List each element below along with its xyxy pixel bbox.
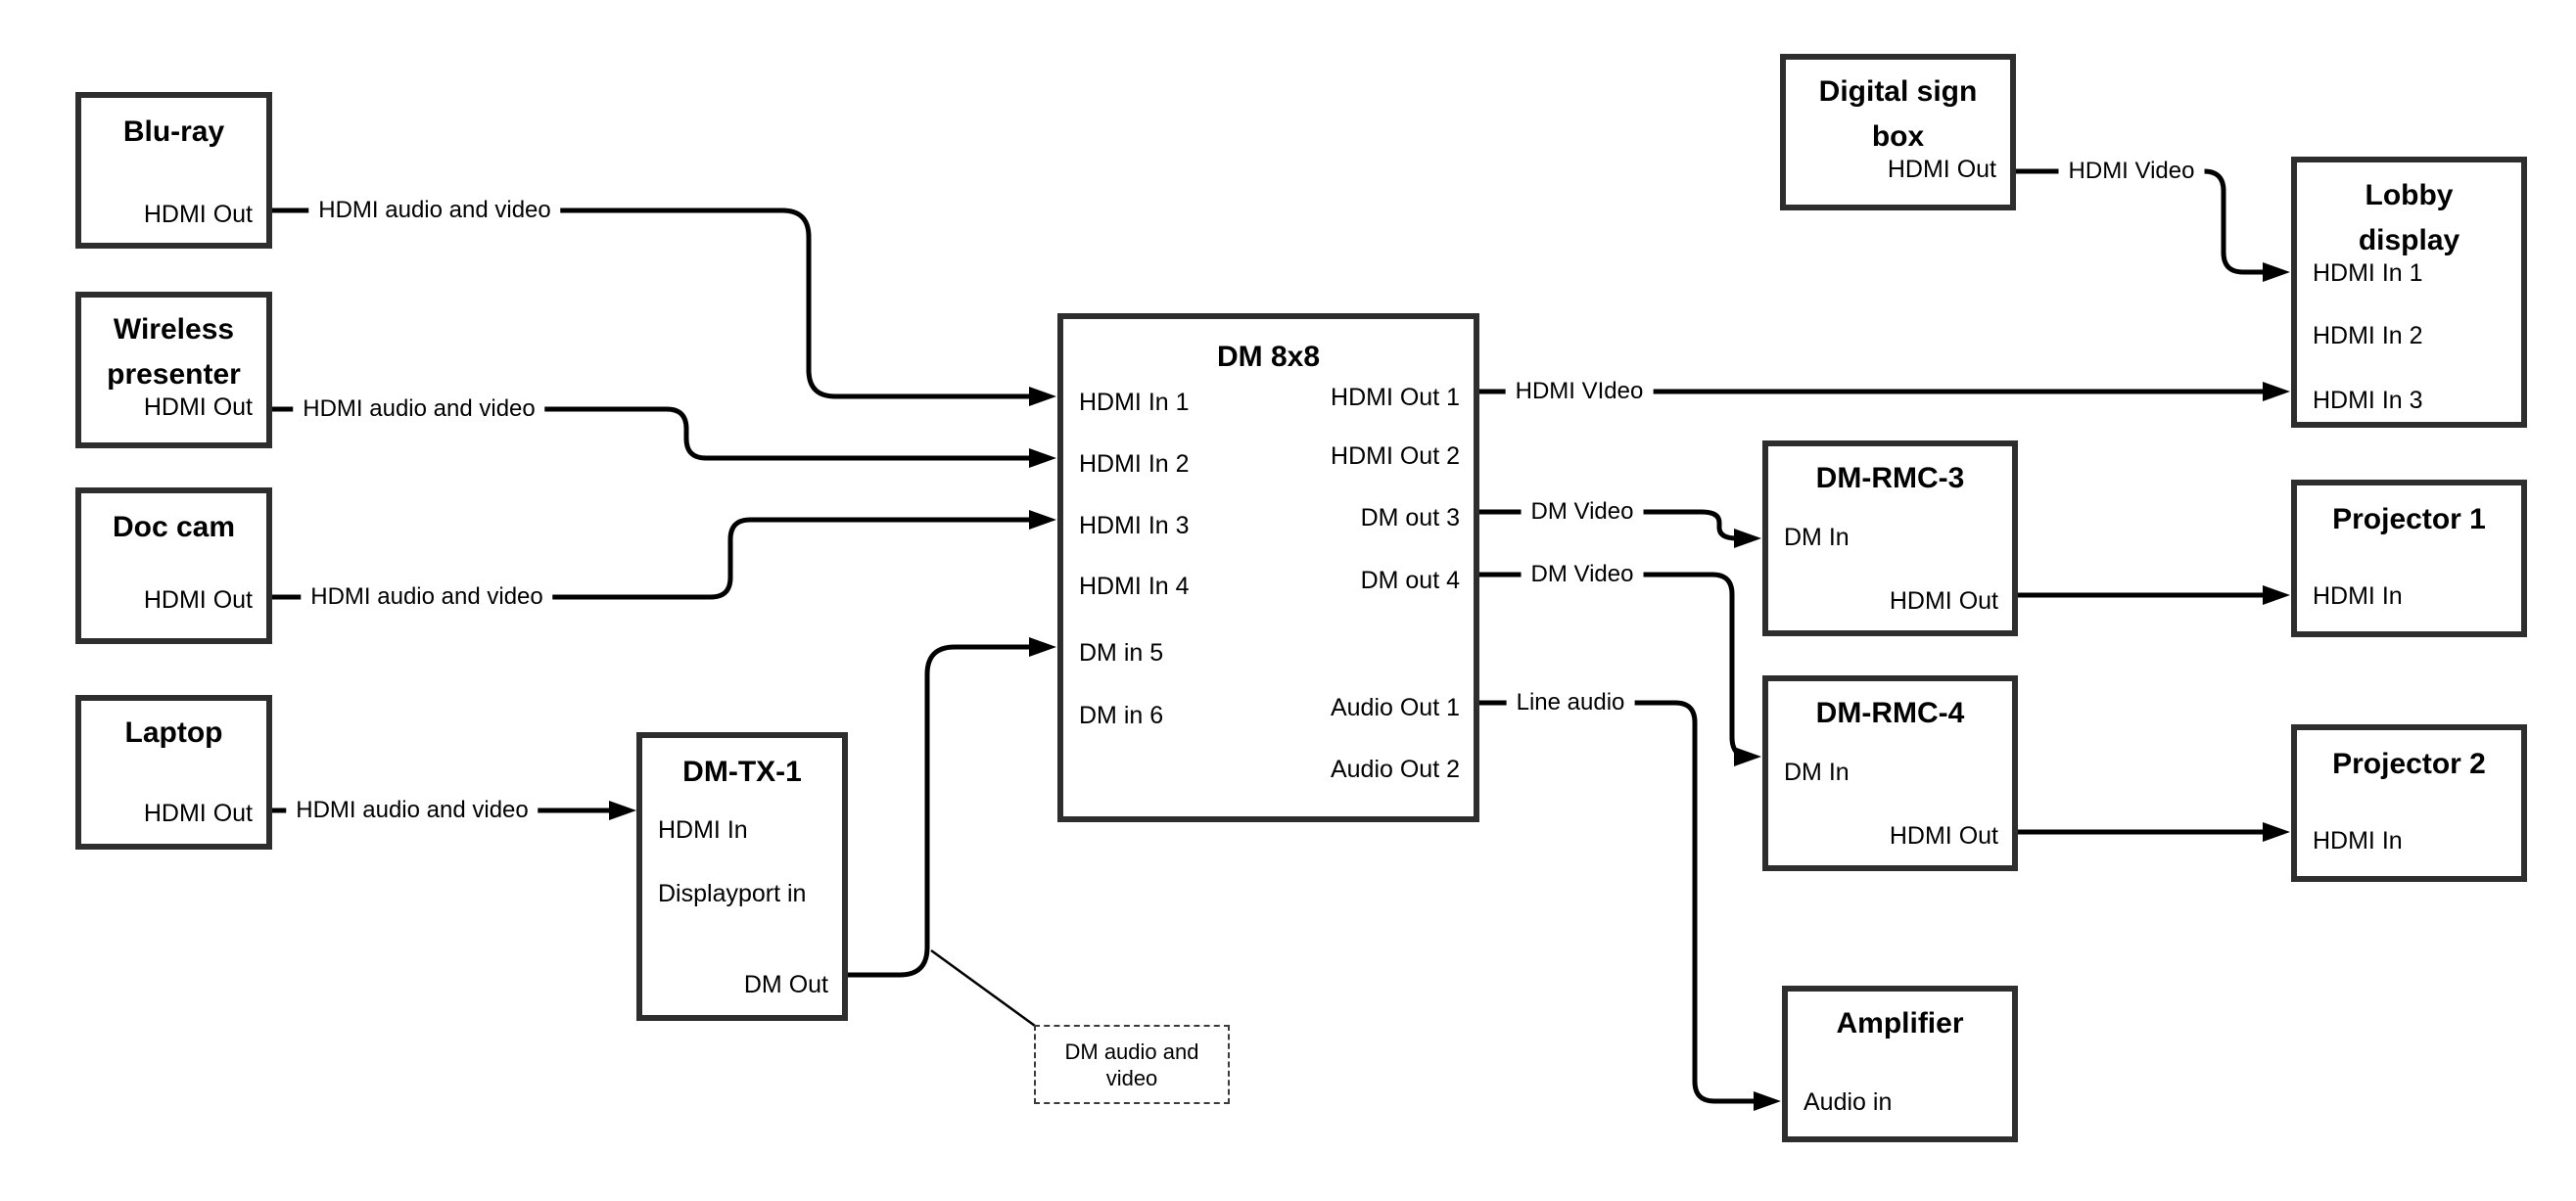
node-title: Amplifier <box>1836 1007 1964 1039</box>
port-dm8x8-hdmi-in-1: HDMI In 1 <box>1079 389 1190 416</box>
port-rmc4-dm-in: DM In <box>1784 759 1850 786</box>
node-title: DM-RMC-4 <box>1815 697 1965 729</box>
wire-label-dm-video-4: DM Video <box>1521 560 1644 589</box>
port-dm8x8-audio-out-2: Audio Out 2 <box>1330 756 1460 783</box>
wire-label-wireless: HDMI audio and video <box>293 394 545 424</box>
node-amplifier: Amplifier Audio in <box>1782 986 2018 1142</box>
port-dmtx1-dm-out: DM Out <box>743 971 828 998</box>
port-proj2-hdmi-in: HDMI In <box>2313 827 2403 855</box>
port-rmc4-hdmi-out: HDMI Out <box>1889 822 1998 850</box>
port-dm8x8-hdmi-out-1: HDMI Out 1 <box>1331 384 1460 411</box>
wire-label-line-audio: Line audio <box>1506 688 1635 717</box>
wire-label-doccam: HDMI audio and video <box>301 582 553 612</box>
node-title: Doc cam <box>112 511 236 543</box>
port-rmc3-hdmi-out: HDMI Out <box>1889 587 1998 615</box>
node-title: DM 8x8 <box>1216 341 1321 373</box>
port-dm8x8-dm-in-5: DM in 5 <box>1079 639 1164 667</box>
port-rmc3-dm-in: DM In <box>1784 524 1850 551</box>
note-leader-line <box>930 948 1036 1028</box>
arrow-into-dmtx1-hdmi-in <box>609 801 636 820</box>
port-lobby-hdmi-in-2: HDMI In 2 <box>2313 322 2423 349</box>
node-projector-2: Projector 2 HDMI In <box>2291 724 2527 882</box>
arrow-into-lobby-hdmi-in-1 <box>2263 262 2290 282</box>
wire-label-bluray: HDMI audio and video <box>308 196 561 225</box>
port-dm8x8-audio-out-1: Audio Out 1 <box>1330 694 1460 721</box>
arrow-into-hdmi-in-1 <box>1029 387 1056 406</box>
port-lobby-hdmi-in-1: HDMI In 1 <box>2313 259 2423 287</box>
wire-label-hdmi-video-sign: HDMI Video <box>2058 157 2205 186</box>
node-title: Laptop <box>124 716 223 749</box>
node-title: Projector 2 <box>2332 748 2486 780</box>
node-doc-cam: Doc cam HDMI Out <box>75 487 272 644</box>
port-digitalsign-hdmi-out: HDMI Out <box>1887 156 1996 183</box>
node-dm-rmc-3: DM-RMC-3 DM In HDMI Out <box>1762 440 2018 636</box>
wire-label-dm-video-3: DM Video <box>1521 497 1644 527</box>
wire-dmout3-to-rmc3 <box>1479 509 1738 541</box>
node-title: Blu-ray <box>122 115 225 148</box>
node-title: Projector 1 <box>2332 503 2486 535</box>
note-dm-audio-and-video: DM audio and video <box>1034 1025 1230 1104</box>
node-title: Digital sign box <box>1818 75 1978 153</box>
node-wireless-presenter: Wireless presenter HDMI Out <box>75 292 272 448</box>
wire-digitalsign-to-lobby <box>2016 168 2265 275</box>
node-digital-sign-box: Digital sign box HDMI Out <box>1780 54 2016 210</box>
port-dm8x8-hdmi-in-4: HDMI In 4 <box>1079 573 1190 600</box>
port-amp-audio-in: Audio in <box>1803 1088 1893 1116</box>
arrow-into-proj2-hdmi-in <box>2263 822 2290 842</box>
node-title: DM-TX-1 <box>682 756 802 788</box>
wire-label-laptop: HDMI audio and video <box>286 796 539 825</box>
note-text: DM audio and video <box>1064 1039 1199 1090</box>
port-doccam-hdmi-out: HDMI Out <box>143 586 253 614</box>
arrow-into-hdmi-in-3 <box>1029 510 1056 530</box>
node-dm-rmc-4: DM-RMC-4 DM In HDMI Out <box>1762 675 2018 871</box>
wire-wireless-to-dm8x8 <box>271 406 1031 461</box>
port-dm8x8-dm-out-3: DM out 3 <box>1360 504 1460 531</box>
node-projector-1: Projector 1 HDMI In <box>2291 480 2527 637</box>
node-bluray: Blu-ray HDMI Out <box>75 92 272 249</box>
arrow-into-dm-in-5 <box>1029 637 1056 657</box>
wire-label-hdmi-video-out1: HDMI VIdeo <box>1505 377 1654 406</box>
port-bluray-hdmi-out: HDMI Out <box>143 201 253 228</box>
port-lobby-hdmi-in-3: HDMI In 3 <box>2313 387 2423 414</box>
node-dmtx1: DM-TX-1 HDMI In Displayport in DM Out <box>636 732 848 1021</box>
node-title: Wireless presenter <box>107 313 241 391</box>
port-dm8x8-dm-out-4: DM out 4 <box>1360 567 1460 594</box>
wire-bluray-to-dm8x8 <box>271 208 1031 399</box>
arrow-into-proj1-hdmi-in <box>2263 585 2290 605</box>
wire-dmout4-to-rmc4 <box>1479 572 1750 760</box>
port-proj1-hdmi-in: HDMI In <box>2313 582 2403 610</box>
arrow-into-hdmi-in-2 <box>1029 448 1056 468</box>
port-dm8x8-dm-in-6: DM in 6 <box>1079 702 1164 729</box>
arrow-into-rmc4-dm-in <box>1734 747 1761 766</box>
node-title: Lobby display <box>2358 179 2460 256</box>
port-dm8x8-hdmi-out-2: HDMI Out 2 <box>1331 442 1460 470</box>
node-dm8x8: DM 8x8 HDMI In 1 HDMI In 2 HDMI In 3 HDM… <box>1057 313 1479 822</box>
port-wireless-hdmi-out: HDMI Out <box>143 393 253 421</box>
node-laptop: Laptop HDMI Out <box>75 695 272 850</box>
wire-doccam-to-dm8x8 <box>271 517 1031 600</box>
wire-dmtx1-to-dm8x8 <box>848 644 1031 978</box>
port-laptop-hdmi-out: HDMI Out <box>143 800 253 827</box>
arrow-into-rmc3-dm-in <box>1734 529 1761 548</box>
arrow-into-amp-audio-in <box>1754 1091 1781 1111</box>
port-dmtx1-hdmi-in: HDMI In <box>658 816 748 844</box>
port-dm8x8-hdmi-in-2: HDMI In 2 <box>1079 450 1190 478</box>
node-lobby-display: Lobby display HDMI In 1 HDMI In 2 HDMI I… <box>2291 157 2527 428</box>
port-dmtx1-displayport-in: Displayport in <box>658 880 807 907</box>
node-title: DM-RMC-3 <box>1815 462 1965 494</box>
wire-audioout1-to-amp <box>1479 700 1756 1104</box>
port-dm8x8-hdmi-in-3: HDMI In 3 <box>1079 512 1190 539</box>
arrow-into-lobby-hdmi-in-3 <box>2263 382 2290 401</box>
